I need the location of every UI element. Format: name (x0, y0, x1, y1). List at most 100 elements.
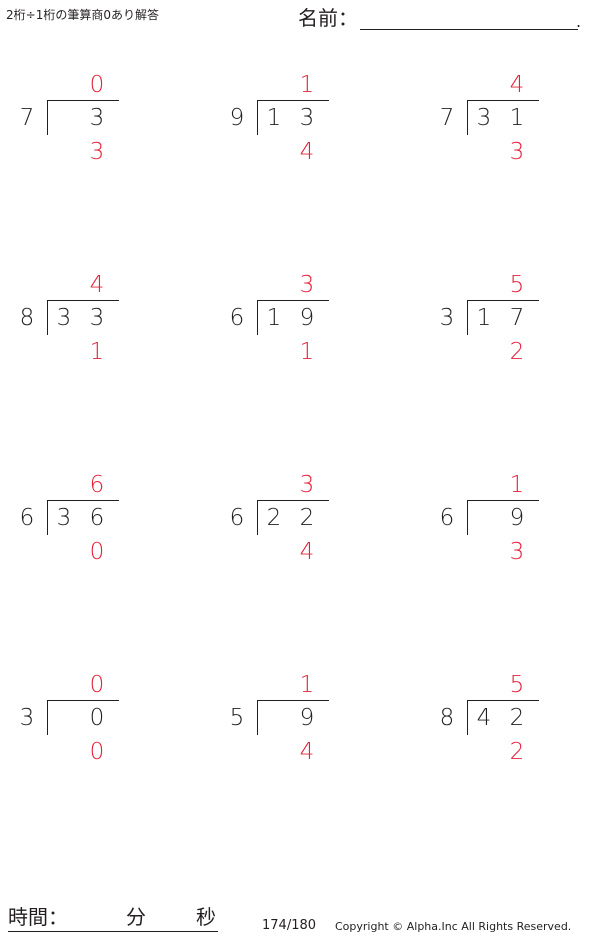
seconds-label: 秒 (196, 905, 216, 929)
dividend-ones: 9 (299, 305, 315, 331)
division-bar (47, 700, 119, 701)
quotient: 4 (509, 72, 525, 98)
quotient: 1 (299, 672, 315, 698)
dividend-ones: 9 (509, 505, 525, 531)
quotient: 1 (509, 472, 525, 498)
divisor: 6 (229, 505, 245, 531)
remainder: 2 (509, 339, 525, 365)
dividend-ones: 3 (299, 105, 315, 131)
remainder: 4 (299, 139, 315, 165)
dividend-tens: 1 (476, 305, 492, 331)
quotient: 4 (89, 272, 105, 298)
division-bar (257, 300, 329, 301)
quotient: 3 (299, 272, 315, 298)
division-bracket (47, 700, 48, 735)
division-bracket (257, 100, 258, 135)
dividend-ones: 2 (299, 505, 315, 531)
divisor: 6 (19, 505, 35, 531)
remainder: 1 (89, 339, 105, 365)
division-bar (467, 700, 539, 701)
divisor: 7 (19, 105, 35, 131)
dividend-tens: 4 (476, 705, 492, 731)
division-problem: 0 7 3 3 (10, 70, 190, 170)
dividend-tens: 1 (266, 105, 282, 131)
name-field: 名前： . (298, 4, 588, 32)
division-bracket (47, 100, 48, 135)
division-bar (467, 100, 539, 101)
dividend-tens: 3 (476, 105, 492, 131)
remainder: 0 (89, 539, 105, 565)
division-bar (257, 100, 329, 101)
remainder: 4 (299, 739, 315, 765)
copyright-text: Copyright © Alpha.Inc All Rights Reserve… (335, 920, 572, 933)
dividend-ones: 1 (509, 105, 525, 131)
division-bar (47, 100, 119, 101)
dividend-tens: 1 (266, 305, 282, 331)
remainder: 0 (89, 739, 105, 765)
divisor: 6 (229, 305, 245, 331)
division-bar (467, 500, 539, 501)
quotient: 5 (509, 272, 525, 298)
division-bracket (257, 300, 258, 335)
time-field: 時間： 分 秒 (8, 903, 218, 932)
quotient: 6 (89, 472, 105, 498)
name-end-mark: . (576, 12, 582, 31)
division-bracket (467, 300, 468, 335)
name-label: 名前： (298, 6, 358, 30)
divisor: 6 (439, 505, 455, 531)
dividend-tens: 2 (266, 505, 282, 531)
dividend-tens: 3 (56, 505, 72, 531)
dividend-ones: 7 (509, 305, 525, 331)
division-bracket (467, 500, 468, 535)
dividend-ones: 0 (89, 705, 105, 731)
name-underline (360, 29, 578, 30)
division-bracket (467, 700, 468, 735)
division-bar (257, 500, 329, 501)
remainder: 1 (299, 339, 315, 365)
dividend-ones: 2 (509, 705, 525, 731)
division-bracket (47, 500, 48, 535)
dividend-ones: 6 (89, 505, 105, 531)
division-problem: 0 3 0 0 (10, 670, 190, 770)
dividend-ones: 9 (299, 705, 315, 731)
page-number: 174/180 (262, 918, 317, 933)
worksheet-title: 2桁÷1桁の筆算商0あり解答 (6, 8, 159, 22)
dividend-ones: 3 (89, 305, 105, 331)
division-bar (467, 300, 539, 301)
quotient: 0 (89, 672, 105, 698)
divisor: 5 (229, 705, 245, 731)
remainder: 4 (299, 539, 315, 565)
quotient: 0 (89, 72, 105, 98)
dividend-ones: 3 (89, 105, 105, 131)
division-bracket (47, 300, 48, 335)
divisor: 8 (19, 305, 35, 331)
minutes-label: 分 (126, 905, 146, 929)
remainder: 3 (89, 139, 105, 165)
remainder: 3 (509, 539, 525, 565)
remainder: 3 (509, 139, 525, 165)
division-bar (47, 500, 119, 501)
time-label: 時間： (8, 905, 68, 929)
divisor: 7 (439, 105, 455, 131)
dividend-tens: 3 (56, 305, 72, 331)
quotient: 1 (299, 72, 315, 98)
divisor: 9 (229, 105, 245, 131)
division-bar (47, 300, 119, 301)
quotient: 3 (299, 472, 315, 498)
divisor: 3 (19, 705, 35, 731)
division-bracket (257, 700, 258, 735)
quotient: 5 (509, 672, 525, 698)
division-bracket (467, 100, 468, 135)
remainder: 2 (509, 739, 525, 765)
divisor: 8 (439, 705, 455, 731)
